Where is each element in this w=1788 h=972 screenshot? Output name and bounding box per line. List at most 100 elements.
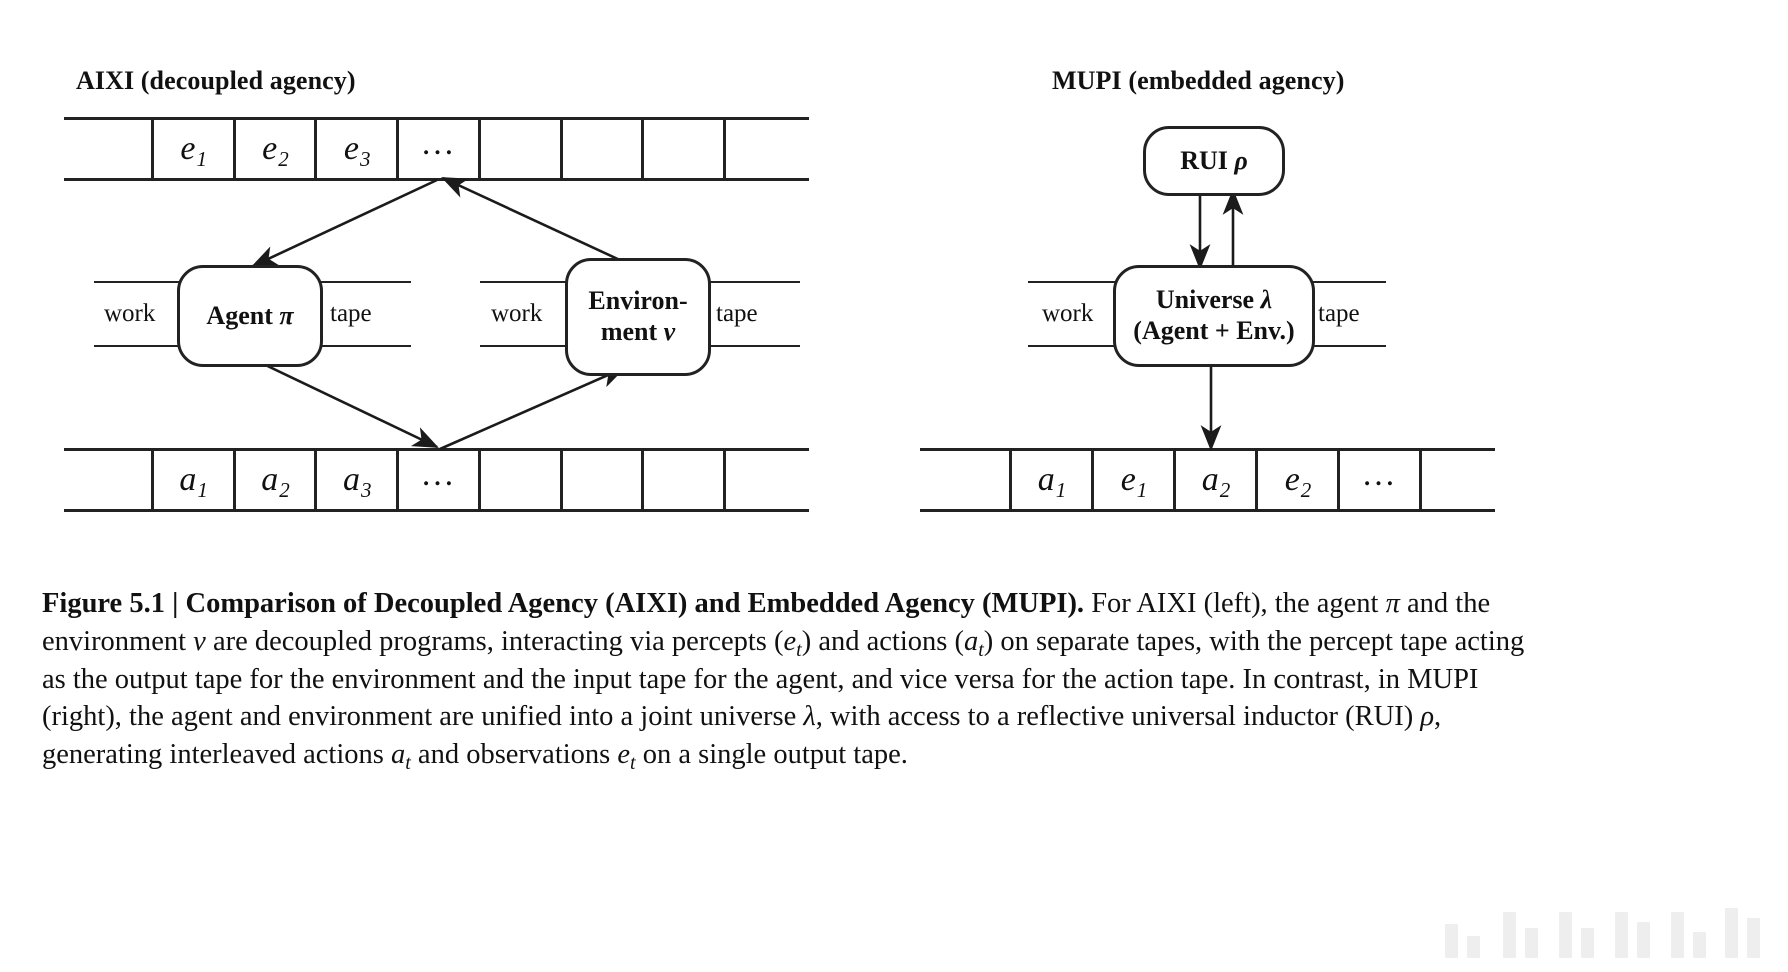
watermark-bar	[1503, 912, 1516, 958]
agent-work-rule-top	[94, 281, 217, 283]
env-work-label: work	[491, 300, 543, 327]
caption-symbol-a2-subscript: t	[405, 752, 411, 774]
caption-symbol-a: a	[963, 625, 979, 657]
environment-box-label-line1: Environ-	[588, 286, 688, 316]
tape-cell-subscript: 1	[197, 477, 208, 502]
arrow-percept-to-agent	[251, 178, 438, 268]
caption-symbol-e: e	[783, 625, 797, 657]
watermark	[1445, 908, 1760, 958]
agent-tape-label: tape	[330, 300, 372, 327]
tape-cell-empty	[726, 451, 809, 509]
env-work-rule-top	[480, 281, 606, 283]
caption-symbol-e2: e	[617, 739, 631, 770]
caption-symbol-nu: ν	[193, 625, 206, 657]
tape-cell-empty	[481, 120, 563, 178]
agent-box-symbol: π	[279, 300, 294, 330]
tape-cell-symbol: e	[180, 130, 196, 167]
panel-title-aixi: AIXI (decoupled agency)	[76, 66, 356, 95]
tape-cell-empty	[1422, 451, 1495, 509]
caption-symbol-a-subscript: t	[978, 638, 984, 661]
tape-cell-subscript: 3	[360, 146, 371, 171]
rui-box-symbol: ρ	[1234, 145, 1248, 175]
tape-cell-subscript: 2	[279, 477, 290, 502]
caption-symbol-e2-subscript: t	[630, 752, 636, 774]
universe-box-symbol: λ	[1260, 285, 1273, 315]
panel-title-mupi: MUPI (embedded agency)	[1052, 66, 1345, 95]
tape-cell-symbol: a	[342, 461, 360, 498]
agent-tape-rule-top	[281, 281, 411, 283]
caption-body-8: and observations	[410, 739, 618, 770]
figure-caption: Figure 5.1 | Comparison of Decoupled Age…	[42, 585, 1542, 774]
environment-box: Environ- ment ν	[565, 258, 711, 376]
caption-separator: |	[172, 588, 179, 619]
caption-body-5: ) on separate tapes, with the percept ta…	[42, 625, 1525, 733]
env-tape-rule-top	[668, 281, 800, 283]
tape-cell-symbol: e	[1284, 461, 1300, 498]
watermark-bar	[1747, 918, 1760, 958]
watermark-bar	[1671, 912, 1684, 958]
caption-body-2: and the environment	[42, 588, 1491, 657]
universe-work-rule-top	[1028, 281, 1150, 283]
caption-body-6: , with access to a reflective universal …	[815, 701, 1421, 733]
tape-cell-symbol: e	[262, 130, 278, 167]
caption-body-9: on a single output tape.	[635, 739, 908, 770]
environment-box-symbol: ν	[663, 317, 676, 346]
env-work-rule-bottom	[480, 345, 606, 347]
tape-cell-empty	[563, 451, 645, 509]
env-tape-label: tape	[716, 300, 758, 327]
tape-cell-symbol: a	[179, 461, 197, 498]
caption-body-4: ) and actions (	[801, 625, 964, 657]
tape-cell-empty	[563, 120, 645, 178]
rui-box: RUI ρ	[1143, 126, 1285, 196]
tape-cell-empty	[644, 120, 727, 178]
tape-cell-subscript: 3	[360, 477, 372, 502]
universe-work-rule-bottom	[1028, 345, 1150, 347]
universe-work-label: work	[1042, 300, 1094, 327]
env-tape-rule-bottom	[668, 345, 800, 347]
environment-box-label-line2: ment	[600, 317, 658, 346]
tape-cell-symbol: a	[1201, 461, 1219, 498]
watermark-bar	[1725, 908, 1738, 958]
caption-symbol-e-subscript: t	[796, 638, 802, 661]
watermark-bar	[1615, 912, 1628, 958]
caption-symbol-lambda: λ	[803, 701, 816, 733]
tape-cell-empty	[64, 451, 154, 509]
watermark-bar	[1693, 932, 1706, 958]
watermark-bar	[1467, 936, 1480, 958]
caption-body-7: , generating interleaved actions	[42, 701, 1442, 770]
universe-box-sublabel: (Agent + Env.)	[1133, 316, 1295, 345]
watermark-bar	[1581, 928, 1594, 958]
tape-cell-ellipsis: …	[399, 120, 481, 178]
tape-cell-ellipsis: …	[1340, 451, 1422, 509]
universe-box-label: Universe	[1155, 285, 1255, 315]
arrow-action-to-env	[439, 366, 626, 451]
tape-cell-symbol: e	[1120, 461, 1136, 498]
tape-cell-subscript: 1	[1136, 477, 1148, 502]
agent-work-rule-bottom	[94, 345, 217, 347]
tape-cell-subscript: 2	[1219, 477, 1231, 502]
rui-box-label: RUI	[1180, 145, 1228, 175]
tape-cell-empty	[644, 451, 727, 509]
caption-symbol-a2: a	[390, 739, 406, 770]
agent-work-label: work	[104, 300, 156, 327]
watermark-bar	[1445, 924, 1458, 958]
caption-body-3: are decoupled programs, interacting via …	[205, 625, 784, 657]
caption-body-1: For AIXI (left), the agent	[1084, 588, 1386, 619]
tape-cell-symbol: e	[343, 130, 360, 167]
tape-cell-empty	[726, 120, 809, 178]
universe-tape-rule-bottom	[1272, 345, 1386, 347]
agent-tape-rule-bottom	[281, 345, 411, 347]
tape-cell-subscript: 2	[278, 146, 289, 171]
